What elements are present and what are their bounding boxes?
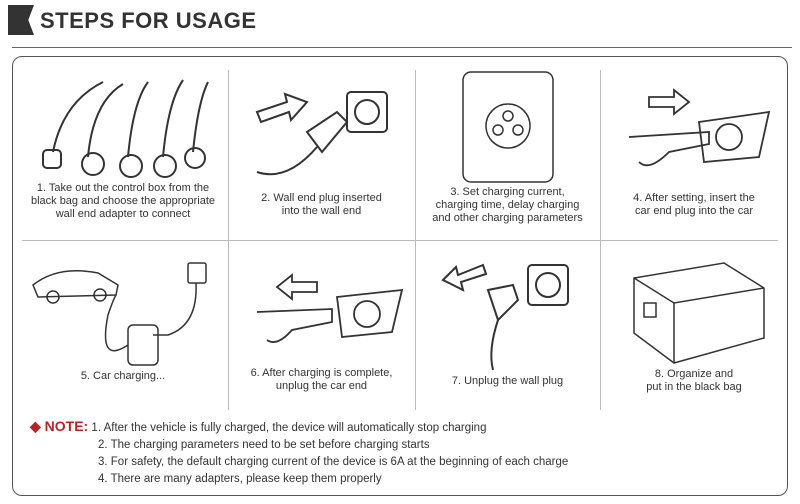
- step-1: 1. Take out the control box from the bla…: [18, 62, 228, 221]
- divider: [22, 240, 778, 241]
- step-5: 5. Car charging...: [18, 255, 228, 383]
- bag-icon: [633, 262, 765, 364]
- step-3: 3. Set charging current, charging time, …: [415, 68, 600, 225]
- note-item: 3. For safety, the default charging curr…: [98, 456, 569, 468]
- step-caption: 5. Car charging...: [80, 370, 166, 382]
- note-item: 4. There are many adapters, please keep …: [98, 473, 382, 485]
- adapters-icon: [42, 79, 209, 178]
- step-8: 8. Organize and put in the black bag: [600, 258, 788, 394]
- page-title: STEPS FOR USAGE: [40, 8, 257, 33]
- note-label: NOTE:: [44, 418, 89, 434]
- note-item: 1. After the vehicle is fully charged, t…: [91, 422, 487, 434]
- step-caption: 2. Wall end plug inserted into the wall …: [261, 192, 382, 217]
- step-2: 2. Wall end plug inserted into the wall …: [228, 72, 415, 218]
- car-charging-icon: [32, 262, 207, 366]
- control-box-icon: [461, 71, 554, 183]
- header-flag-icon: [8, 5, 34, 35]
- car-plug-insert-icon: [628, 88, 771, 167]
- step-6: 6. After charging is complete, unplug th…: [228, 262, 415, 393]
- plug-remove-icon: [440, 263, 569, 371]
- step-caption: 3. Set charging current, charging time, …: [432, 186, 583, 224]
- step-7: 7. Unplug the wall plug: [415, 250, 600, 388]
- steps-frame: [12, 56, 788, 496]
- notes: ◆ NOTE: 1. After the vehicle is fully ch…: [30, 418, 568, 488]
- diamond-icon: ◆: [30, 418, 45, 434]
- car-plug-remove-icon: [256, 273, 403, 343]
- step-caption: 8. Organize and put in the black bag: [646, 368, 742, 393]
- step-caption: 6. After charging is complete, unplug th…: [250, 367, 393, 392]
- plug-insert-icon: [255, 91, 388, 176]
- step-caption: 7. Unplug the wall plug: [451, 375, 564, 387]
- header-divider: [12, 47, 792, 48]
- step-caption: 1. Take out the control box from the bla…: [30, 182, 216, 220]
- step-4: 4. After setting, insert the car end plu…: [600, 82, 788, 218]
- note-item: 2. The charging parameters need to be se…: [98, 439, 430, 451]
- step-caption: 4. After setting, insert the car end plu…: [633, 192, 755, 217]
